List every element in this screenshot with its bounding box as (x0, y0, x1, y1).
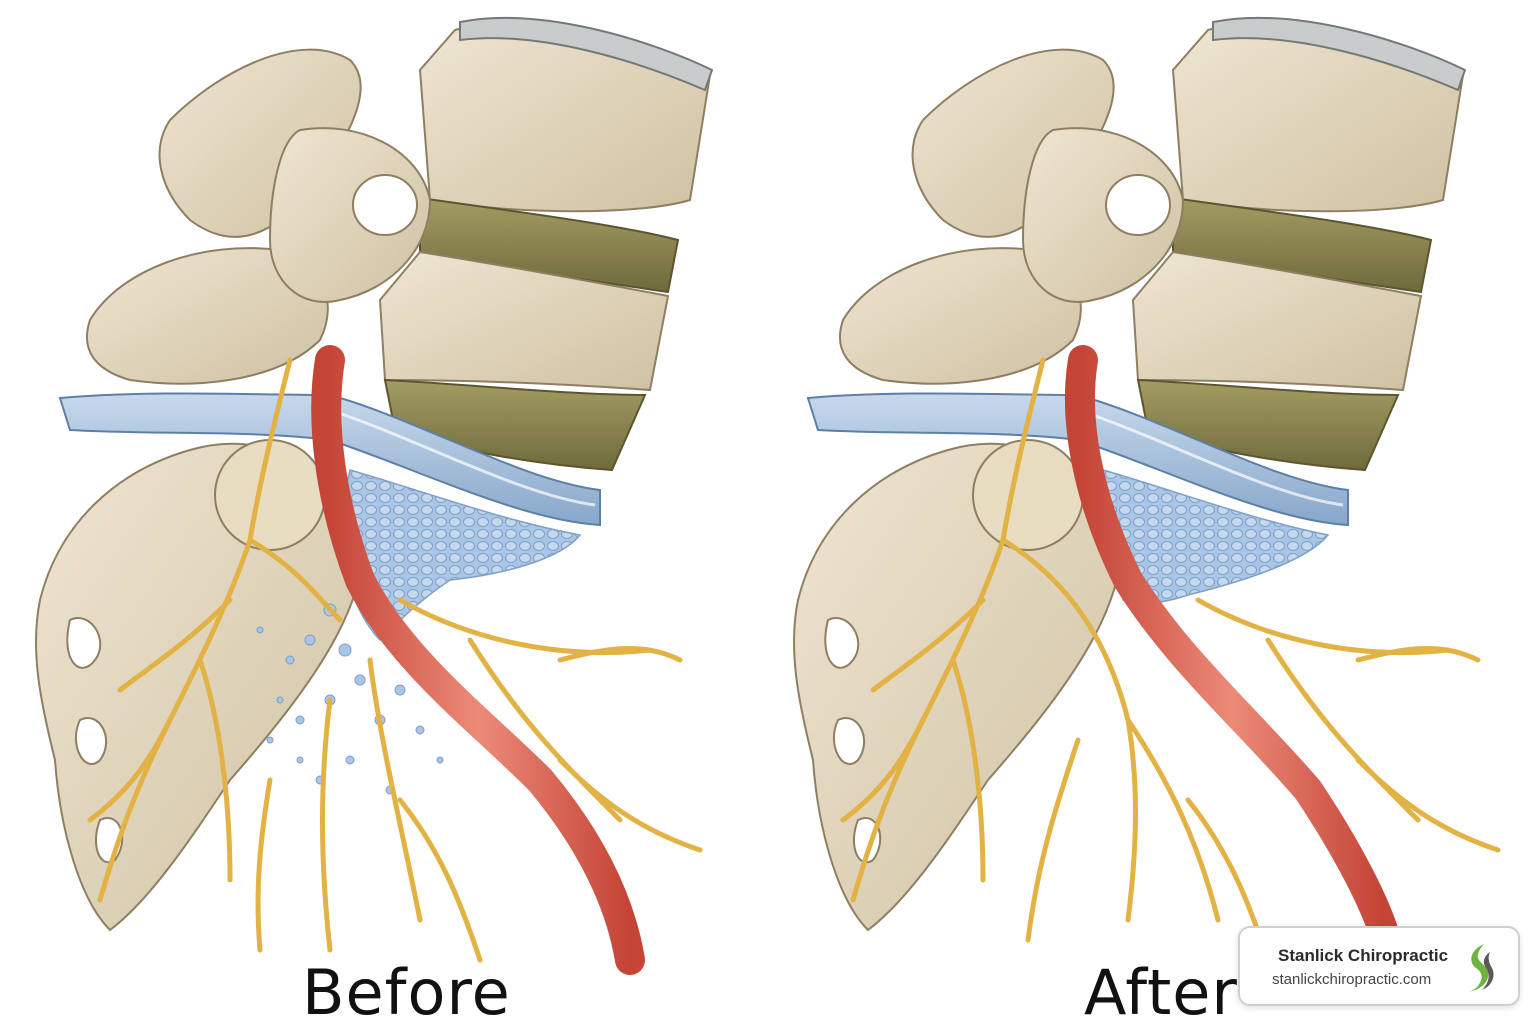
brand-url[interactable]: stanlickchiropractic.com (1272, 971, 1432, 988)
ligament-band (806, 392, 1349, 527)
vertebra-endplate (1212, 16, 1467, 92)
before-spine-illustration (35, 16, 714, 975)
articular-process (972, 439, 1084, 551)
herniated-disc-mass (334, 469, 582, 642)
after-panel: After (768, 0, 1536, 1024)
nerve-roots (840, 357, 1501, 963)
after-caption: After (1084, 956, 1238, 1029)
nerve-roots (87, 357, 703, 963)
artery (1065, 345, 1398, 945)
lower-vertebra (378, 250, 670, 392)
artery (311, 345, 645, 975)
brand-badge[interactable]: Stanlick Chiropractic stanlickchiropract… (1238, 926, 1520, 1006)
vertebra-endplate (459, 16, 714, 92)
before-caption: Before (302, 956, 511, 1029)
sacrum-bone (35, 442, 365, 932)
after-spine-illustration (793, 16, 1501, 963)
spine-s-leaf-icon (1468, 944, 1494, 992)
transverse-process (85, 247, 329, 385)
lower-vertebra (1131, 250, 1423, 392)
intervertebral-foramen (1105, 174, 1171, 236)
intervertebral-foramen (352, 174, 418, 236)
brand-name: Stanlick Chiropractic (1278, 946, 1449, 965)
articular-process (214, 439, 326, 551)
ligament-band (58, 392, 601, 527)
before-panel: Before (0, 0, 768, 1024)
transverse-process (838, 247, 1082, 385)
